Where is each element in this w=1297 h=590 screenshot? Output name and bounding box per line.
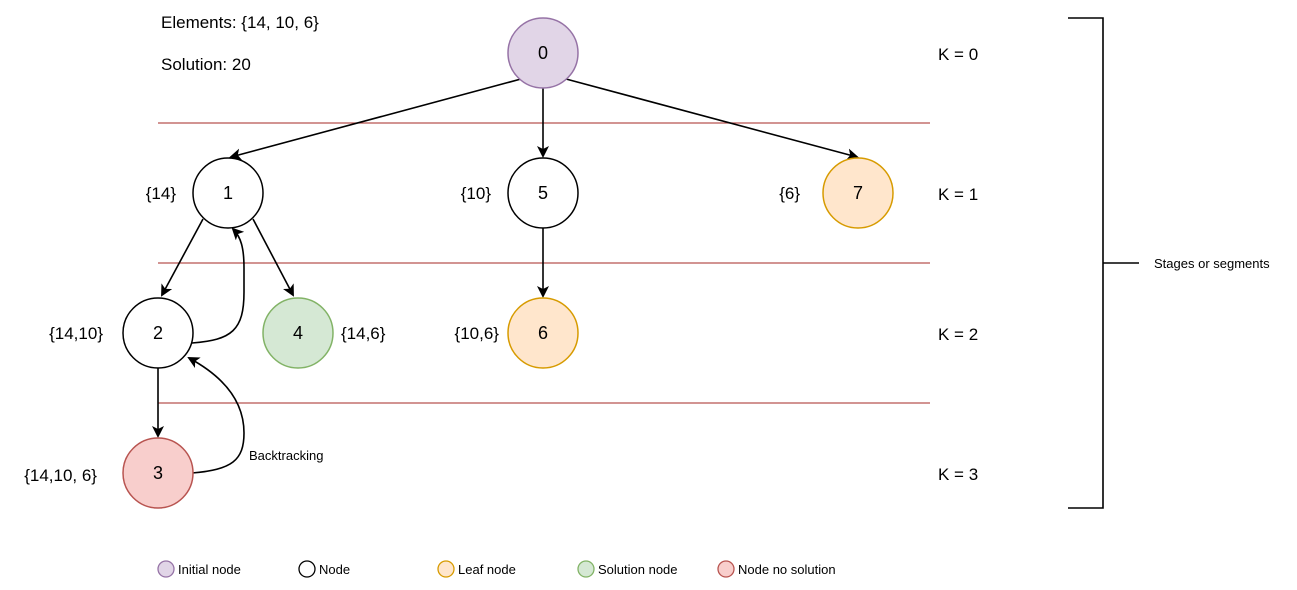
node-3-label: 3: [153, 463, 163, 483]
edge-0-7: [565, 78, 859, 161]
legend-no-solution-label: Node no solution: [738, 562, 836, 577]
backtrack-edge-3-2: [187, 357, 245, 474]
node-2-set: {14,10}: [49, 324, 103, 343]
node-5-set: {10}: [461, 184, 492, 203]
node-6: 6: [507, 297, 579, 369]
node-7-set: {6}: [779, 184, 800, 203]
node-1: 1: [192, 157, 264, 229]
level-label-k0: K = 0: [938, 45, 978, 64]
backtrack-edge-2-1: [191, 227, 245, 344]
legend-solution-label: Solution node: [598, 562, 678, 577]
node-6-set: {10,6}: [455, 324, 500, 343]
elements-label: Elements: {14, 10, 6}: [161, 13, 319, 32]
legend-initial-swatch: [157, 560, 175, 578]
node-1-label: 1: [223, 183, 233, 203]
node-5-label: 5: [538, 183, 548, 203]
node-3-set: {14,10, 6}: [24, 466, 97, 485]
legend-no-solution-swatch: [717, 560, 735, 578]
legend-leaf-label: Leaf node: [458, 562, 516, 577]
level-label-k1: K = 1: [938, 185, 978, 204]
legend-node-swatch: [298, 560, 316, 578]
legend-solution-swatch: [577, 560, 595, 578]
node-2: 2: [122, 297, 194, 369]
stages-label: Stages or segments: [1154, 256, 1270, 271]
edge-1-4: [252, 218, 294, 297]
node-1-set: {14}: [146, 184, 177, 203]
legend: Initial node Node Leaf node Solution nod…: [157, 560, 836, 578]
solution-label: Solution: 20: [161, 55, 251, 74]
node-7: 7: [822, 157, 894, 229]
level-label-k2: K = 2: [938, 325, 978, 344]
edge-1-2: [161, 218, 204, 297]
legend-leaf-swatch: [437, 560, 455, 578]
node-6-label: 6: [538, 323, 548, 343]
legend-initial-label: Initial node: [178, 562, 241, 577]
node-7-label: 7: [853, 183, 863, 203]
node-2-label: 2: [153, 323, 163, 343]
node-4: 4: [262, 297, 334, 369]
edge-0-1: [229, 78, 522, 161]
node-3: 3: [122, 437, 194, 509]
node-0: 0: [507, 17, 579, 89]
level-label-k3: K = 3: [938, 465, 978, 484]
node-4-label: 4: [293, 323, 303, 343]
node-4-set: {14,6}: [341, 324, 386, 343]
node-0-label: 0: [538, 43, 548, 63]
stages-bracket: [1068, 17, 1104, 509]
legend-node-label: Node: [319, 562, 350, 577]
node-5: 5: [507, 157, 579, 229]
backtracking-label: Backtracking: [249, 448, 323, 463]
